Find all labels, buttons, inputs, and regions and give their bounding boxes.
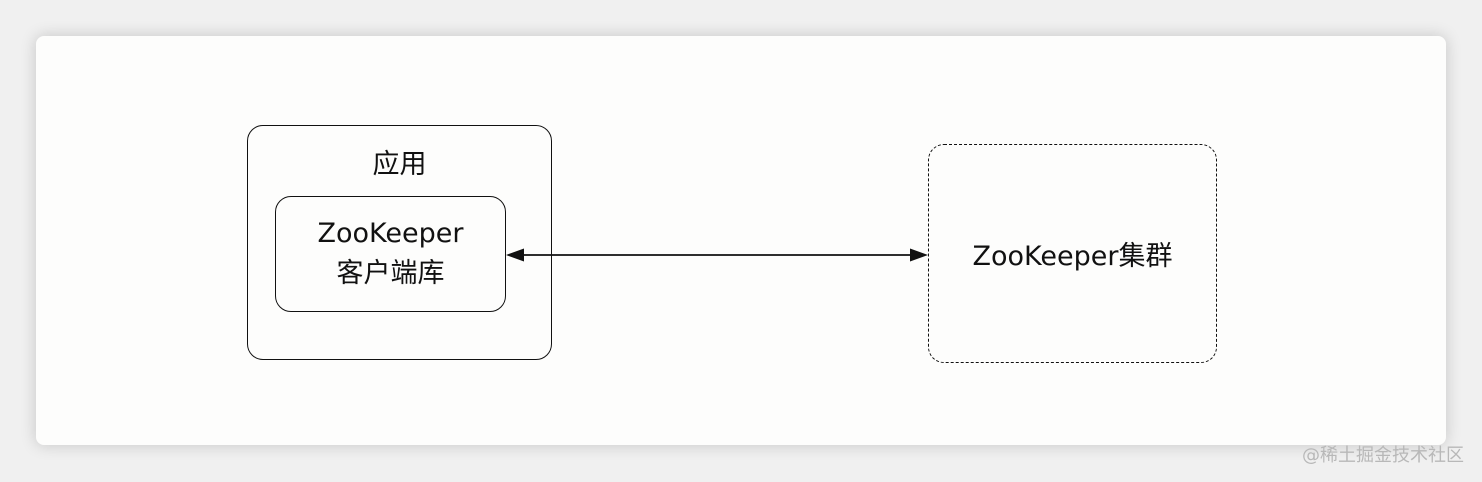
watermark: @稀土掘金技术社区 (1302, 445, 1464, 466)
arrowhead-left (506, 248, 524, 262)
zookeeper-cluster-label: ZooKeeper集群 (972, 241, 1173, 272)
diagram-canvas (36, 36, 1446, 445)
zookeeper-cluster-box: ZooKeeper集群 (928, 144, 1217, 363)
client-library-label-line2: 客户端库 (336, 258, 445, 289)
arrowhead-right (910, 248, 928, 262)
client-library-box: ZooKeeper 客户端库 (275, 196, 506, 312)
client-library-label-line1: ZooKeeper (317, 218, 464, 249)
application-label: 应用 (372, 149, 427, 180)
application-box: 应用 ZooKeeper 客户端库 (247, 125, 552, 360)
